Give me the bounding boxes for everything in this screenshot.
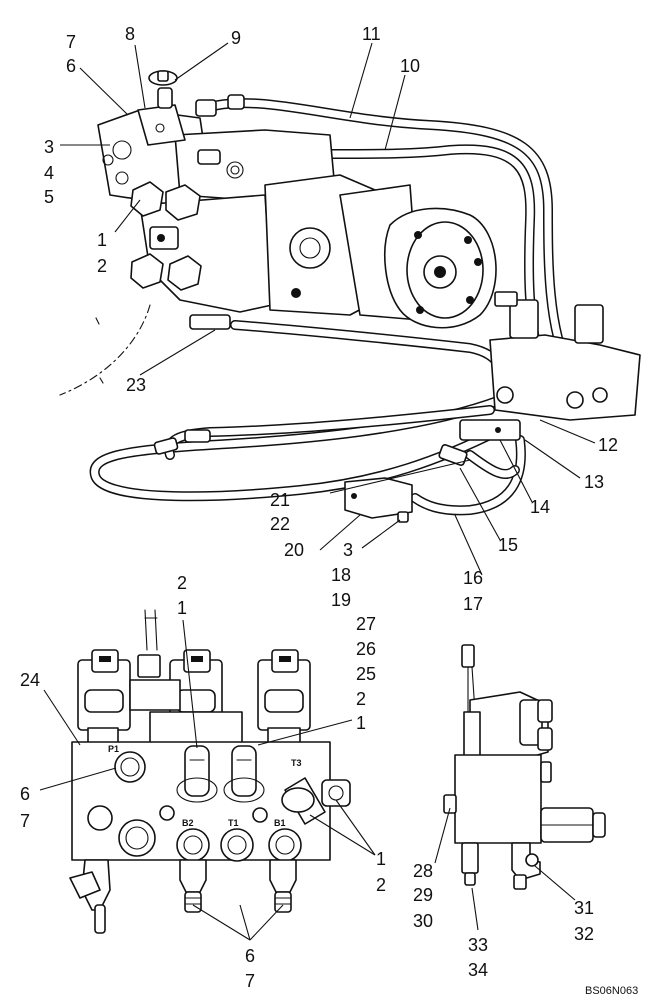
callout-24: 24 <box>20 670 40 690</box>
port-mark-b2: B2 <box>182 818 194 828</box>
side-view-callouts: 28 29 30 31 32 33 34 <box>413 861 594 980</box>
callout-15: 15 <box>498 535 518 555</box>
upper-leader-lines <box>60 42 596 576</box>
port-mark-b1: B1 <box>274 818 286 828</box>
check-valve-20 <box>344 477 413 523</box>
callout-16: 16 <box>463 568 483 588</box>
pressure-valve-8 <box>137 70 186 146</box>
bottom-fittings <box>69 859 297 934</box>
callout-18: 18 <box>331 565 351 585</box>
callout-3: 3 <box>44 137 54 157</box>
callout-17: 17 <box>463 594 483 614</box>
callout-1-front-top: 1 <box>177 598 187 618</box>
port-mark-p1: P1 <box>108 744 119 754</box>
callout-6: 6 <box>66 56 76 76</box>
callout-11: 11 <box>362 24 381 44</box>
callout-13: 13 <box>584 472 604 492</box>
port-mark-t1: T1 <box>228 818 239 828</box>
callout-19: 19 <box>331 590 351 610</box>
callout-29: 29 <box>413 885 433 905</box>
hose-fittings <box>153 94 468 466</box>
upper-assembly-drawing <box>59 42 641 576</box>
callout-7: 7 <box>66 32 76 52</box>
port-mark-t3: T3 <box>291 758 302 768</box>
callout-2-front-side: 2 <box>376 875 386 895</box>
solenoid-coil-right <box>257 649 311 731</box>
callout-27: 27 <box>356 614 376 634</box>
callout-7-front-bottom: 7 <box>245 971 255 991</box>
callout-10: 10 <box>400 56 420 76</box>
callout-31: 31 <box>574 898 594 918</box>
callout-2-front-top: 2 <box>177 573 187 593</box>
callout-21: 21 <box>270 490 290 510</box>
mounting-outline <box>59 304 151 396</box>
callout-25: 25 <box>356 664 376 684</box>
callout-4: 4 <box>44 163 54 183</box>
callout-3b: 3 <box>343 540 353 560</box>
valve-front-view-drawing: P1 T3 B2 T1 B1 <box>39 609 376 941</box>
callout-12: 12 <box>598 435 618 455</box>
callout-5: 5 <box>44 187 54 207</box>
callout-7-front-left: 7 <box>20 811 30 831</box>
front-view-callouts: 2 1 27 26 25 2 1 24 6 7 1 2 6 7 <box>20 573 386 991</box>
solenoid-valve-block-upper <box>459 291 641 441</box>
callout-26: 26 <box>356 639 376 659</box>
callout-1: 1 <box>97 230 107 250</box>
callout-1-front-right: 1 <box>356 713 366 733</box>
callout-9: 9 <box>231 28 241 48</box>
callout-33: 33 <box>468 935 488 955</box>
callout-28: 28 <box>413 861 433 881</box>
callout-6-front-left: 6 <box>20 784 30 804</box>
callout-2-front-right: 2 <box>356 689 366 709</box>
callout-34: 34 <box>468 960 488 980</box>
hydraulic-motor <box>264 174 497 329</box>
callout-30: 30 <box>413 911 433 931</box>
callout-23: 23 <box>126 375 146 395</box>
hose-23 <box>230 320 505 370</box>
side-view-leader-lines <box>434 807 576 931</box>
diagram-code: BS06N063 <box>585 985 638 997</box>
solenoid-coil-left <box>77 649 131 731</box>
hex-fittings-1-2 <box>130 181 202 291</box>
callout-22: 22 <box>270 514 290 534</box>
valve-manifold-24: P1 T3 B2 T1 B1 <box>71 741 351 862</box>
callout-32: 32 <box>574 924 594 944</box>
front-view-leader-lines <box>39 619 376 941</box>
callout-20: 20 <box>284 540 304 560</box>
callout-8: 8 <box>125 24 135 44</box>
upper-callouts: 7 6 8 9 11 10 3 4 5 1 2 23 12 13 14 21 2… <box>44 24 618 614</box>
hose-15 <box>465 450 520 479</box>
valve-side-view-drawing <box>434 644 606 931</box>
callout-1-front-side: 1 <box>376 849 386 869</box>
callout-14: 14 <box>530 497 550 517</box>
callout-2: 2 <box>97 256 107 276</box>
callout-6-front-bottom: 6 <box>245 946 255 966</box>
hose-16 <box>410 435 526 516</box>
